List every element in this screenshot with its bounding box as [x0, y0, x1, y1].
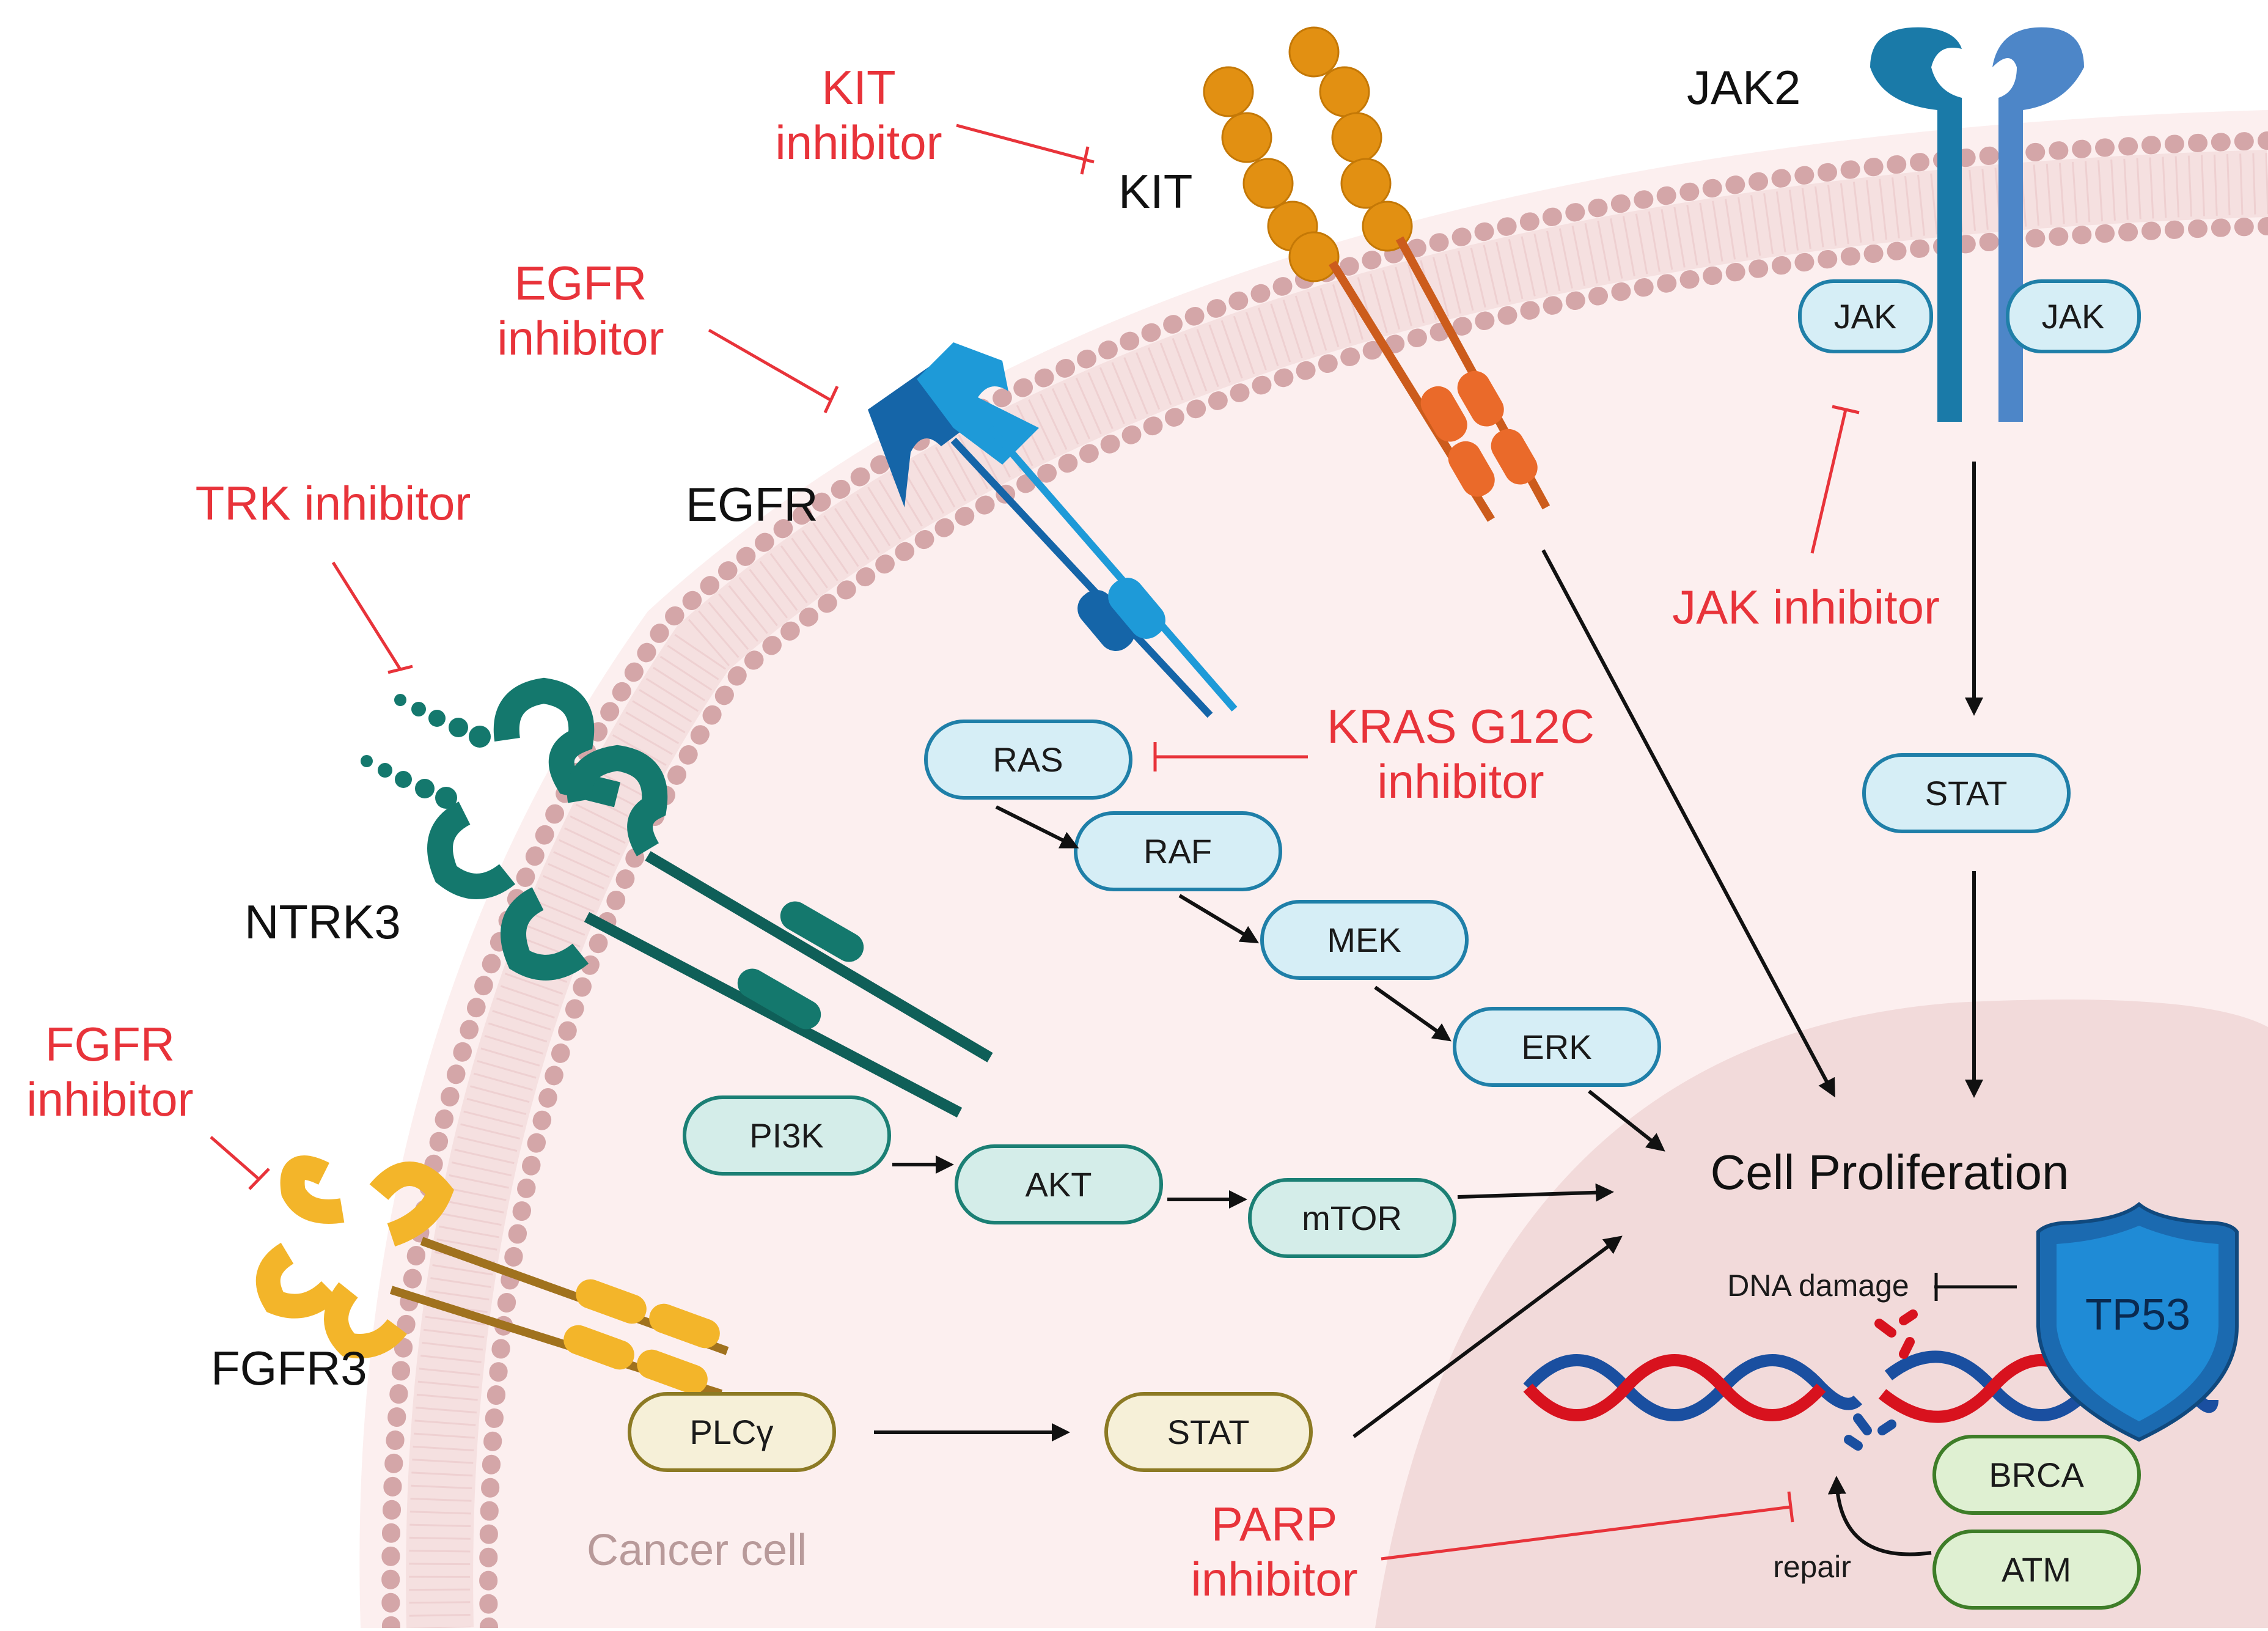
svg-text:MEK: MEK [1327, 921, 1401, 959]
svg-text:JAK: JAK [1834, 297, 1897, 336]
kit-label: KIT [1118, 164, 1192, 218]
node-erk: ERK [1453, 1007, 1661, 1087]
svg-text:AKT: AKT [1026, 1165, 1092, 1204]
svg-text:PLCγ: PLCγ [690, 1413, 774, 1451]
fgfr3-label: FGFR3 [211, 1341, 367, 1395]
svg-text:STAT: STAT [1167, 1413, 1250, 1451]
svg-text:PI3K: PI3K [749, 1116, 823, 1155]
svg-text:DNA damage: DNA damage [1727, 1268, 1909, 1303]
egfr-inhibitor: EGFR inhibitor [497, 256, 839, 414]
jak-inhibitor: JAK inhibitor [1672, 405, 1940, 634]
svg-text:inhibitor: inhibitor [497, 311, 664, 365]
svg-text:BRCA: BRCA [1989, 1456, 2084, 1494]
node-stat-right: STAT [1862, 753, 2071, 833]
node-raf: RAF [1074, 811, 1282, 891]
trk-inhibitor: TRK inhibitor [196, 476, 471, 674]
node-akt: AKT [955, 1144, 1163, 1224]
node-atm: ATM [1932, 1530, 2141, 1610]
node-mtor: mTOR [1248, 1178, 1456, 1258]
cancer-cell-label: Cancer cell [587, 1526, 807, 1575]
jak2-label: JAK2 [1687, 61, 1800, 114]
node-mek: MEK [1260, 900, 1469, 980]
node-stat-bottom: STAT [1104, 1392, 1313, 1472]
svg-text:JAK inhibitor: JAK inhibitor [1672, 580, 1940, 634]
jak-left: JAK [1798, 279, 1933, 353]
kras-g12c-inhibitor: KRAS G12C inhibitor [1153, 699, 1595, 808]
svg-text:inhibitor: inhibitor [1377, 754, 1544, 808]
kit-receptor-icon [1203, 26, 1551, 522]
egfr-receptor-icon [868, 342, 1238, 718]
svg-text:TP53: TP53 [2085, 1290, 2190, 1339]
svg-text:FGFR: FGFR [45, 1017, 175, 1071]
dna-damage: DNA damage [1727, 1268, 2017, 1303]
svg-text:repair: repair [1773, 1550, 1851, 1584]
tp53-shield-icon: TP53 [2036, 1202, 2239, 1442]
svg-text:EGFR: EGFR [515, 256, 647, 310]
parp-inhibitor: PARP inhibitor [1191, 1491, 1794, 1606]
egfr-label: EGFR [686, 477, 818, 531]
fgfr3-receptor-icon [255, 1155, 729, 1398]
svg-text:STAT: STAT [1925, 774, 2008, 812]
node-pi3k: PI3K [683, 1095, 891, 1176]
svg-text:KRAS G12C: KRAS G12C [1327, 699, 1595, 753]
fgfr-inhibitor: FGFR inhibitor [26, 1017, 270, 1190]
svg-text:inhibitor: inhibitor [775, 116, 942, 169]
node-plcg: PLCγ [628, 1392, 836, 1472]
ntrk3-label: NTRK3 [244, 895, 401, 949]
cell-proliferation-label: Cell Proliferation [1711, 1145, 2069, 1199]
node-ras: RAS [924, 720, 1132, 800]
svg-text:RAF: RAF [1143, 832, 1212, 871]
svg-text:TRK inhibitor: TRK inhibitor [196, 476, 471, 530]
svg-text:RAS: RAS [993, 740, 1063, 779]
pathway-arrows [874, 462, 1983, 1441]
svg-text:inhibitor: inhibitor [1191, 1552, 1357, 1606]
kit-inhibitor: KIT inhibitor [775, 61, 1095, 175]
svg-text:ERK: ERK [1521, 1028, 1591, 1066]
ntrk3-receptor-icon [361, 677, 993, 1117]
svg-text:mTOR: mTOR [1302, 1199, 1402, 1237]
repair: repair [1773, 1476, 1932, 1584]
svg-text:PARP: PARP [1211, 1497, 1338, 1551]
svg-text:inhibitor: inhibitor [26, 1072, 193, 1126]
node-brca: BRCA [1932, 1435, 2141, 1515]
svg-text:KIT: KIT [821, 61, 895, 114]
svg-text:JAK: JAK [2042, 297, 2105, 336]
svg-text:ATM: ATM [2002, 1550, 2071, 1589]
jak-right: JAK [2006, 279, 2141, 353]
